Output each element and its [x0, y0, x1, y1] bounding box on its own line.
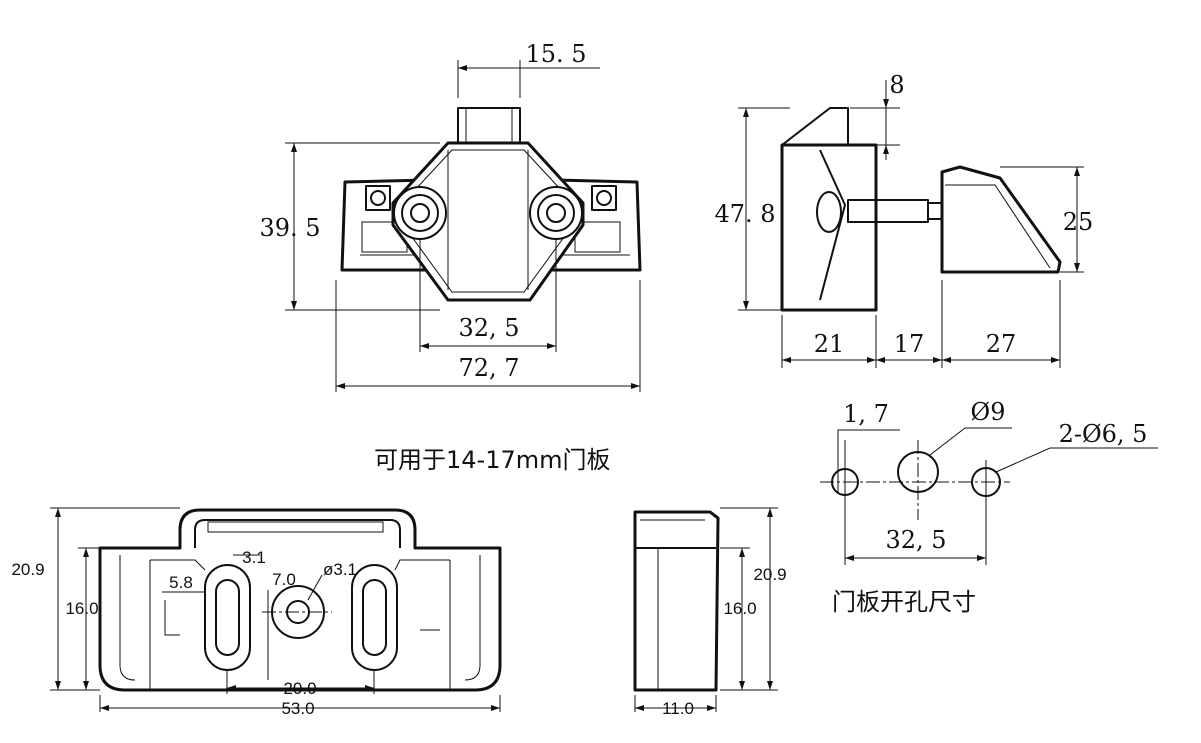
strike-side-view: 20.9 16.0 11.0 — [633, 507, 787, 718]
strike-dim-slot-offset: 5.8 — [169, 573, 193, 592]
dim-depth-1: 21 — [814, 330, 845, 358]
door-hole-layout: 1, 7 Ø9 2-Ø6, 5 32, 5 门板开孔尺寸 — [820, 398, 1158, 616]
strike-front-view: 20.9 16.0 3.1 5.8 7.0 ø3.1 20.0 53.0 — [11, 507, 502, 718]
strike-dim-center-hole: ø3.1 — [323, 560, 357, 579]
dim-hole-layout-spacing: 32, 5 — [885, 526, 946, 554]
dim-height: 39. 5 — [259, 214, 320, 242]
dim-hole-spacing: 32, 5 — [458, 314, 519, 342]
dim-top-offset: 8 — [889, 71, 904, 99]
dim-overall-width: 72, 7 — [458, 354, 519, 382]
dim-center-diameter: Ø9 — [971, 398, 1006, 426]
strike-dim-body-height: 16.0 — [65, 599, 98, 618]
latch-side-view: 8 47. 8 25 21 17 27 — [714, 71, 1093, 368]
strike-dim-slot-spacing: 20.0 — [283, 679, 316, 698]
strike-side-dim-depth: 11.0 — [662, 699, 694, 718]
latch-front-view: 15. 5 39. 5 32, 5 72, 7 — [259, 40, 642, 392]
strike-side-dim-body-height: 16.0 — [723, 599, 756, 618]
strike-dim-slot-width: 3.1 — [242, 548, 266, 567]
dim-knob-height: 25 — [1063, 208, 1094, 236]
hole-layout-caption: 门板开孔尺寸 — [832, 588, 976, 616]
door-thickness-note: 可用于14-17mm门板 — [374, 446, 611, 474]
strike-dim-overall-width: 53.0 — [281, 699, 314, 718]
dim-side-height: 47. 8 — [714, 200, 775, 228]
dim-side-holes: 2-Ø6, 5 — [1059, 420, 1148, 448]
strike-dim-overall-height: 20.9 — [11, 560, 44, 579]
dim-depth-2: 17 — [894, 330, 925, 358]
dim-width-top: 15. 5 — [525, 40, 586, 68]
strike-dim-center-offset: 7.0 — [272, 570, 296, 589]
strike-side-dim-overall-height: 20.9 — [753, 565, 786, 584]
dim-small-offset: 1, 7 — [843, 400, 889, 428]
dim-depth-3: 27 — [986, 330, 1017, 358]
